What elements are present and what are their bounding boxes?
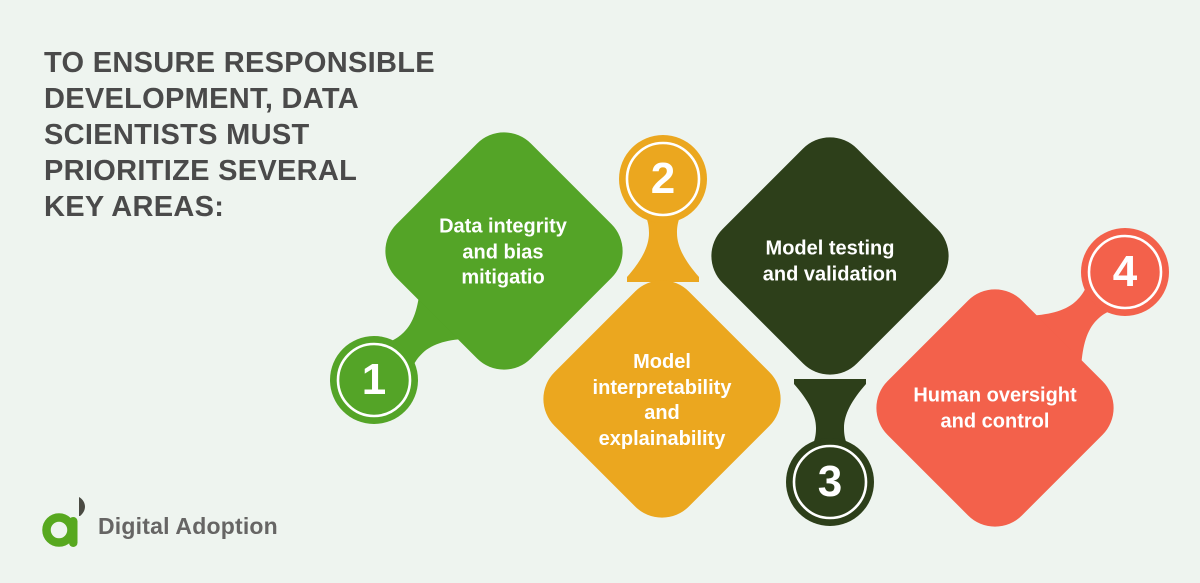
step-number-3: 3 [817,457,843,506]
number-circle-1 [330,336,418,424]
number-circle-ring-1 [336,342,412,418]
diamond-label-4: Human oversight and control [913,384,1077,432]
diamond-label-3: Model testing and validation [762,237,898,285]
digital-adoption-logo-icon [42,497,85,547]
number-circle-2 [619,135,707,223]
number-circle-ring-2 [625,141,701,217]
step-number-1: 1 [361,355,387,404]
brand-name: Digital Adoption [98,512,278,539]
diamond-label-2: Model interpretability and explainabilit… [592,350,732,450]
number-circle-ring-4 [1087,234,1163,310]
item-1-group [330,132,623,424]
number-circle-4 [1081,228,1169,316]
diamond-2 [543,280,781,518]
step-number-2: 2 [650,154,676,203]
diamond-label-1: Data integrity and bias mitigatio [439,215,567,289]
step-number-4: 4 [1112,247,1138,296]
item-4-group [876,228,1169,527]
number-circle-3 [786,438,874,526]
item-2-group [543,135,781,518]
diamond-3 [711,137,949,375]
brand-logo: Digital Adoption [42,496,278,548]
page-title: TO ENSURE RESPONSIBLE DEVELOPMENT, DATA … [44,47,435,223]
diamond-4 [876,289,1114,527]
item-3-group [711,137,949,526]
number-circle-ring-3 [792,444,868,520]
diamond-1 [385,132,623,370]
